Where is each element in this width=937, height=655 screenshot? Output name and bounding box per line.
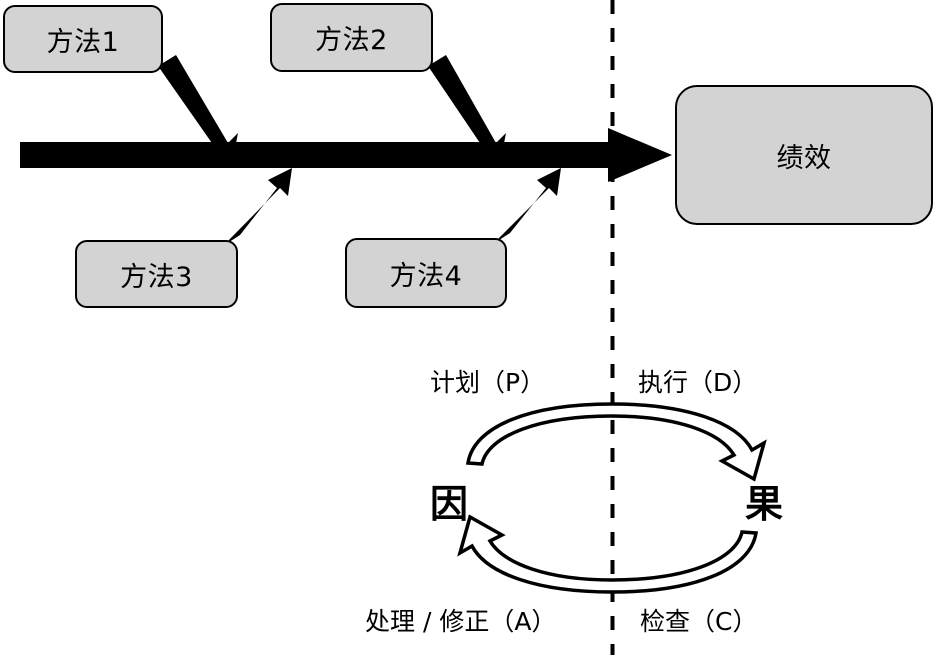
cause-box-method2-label: 方法2 [315, 25, 388, 56]
pdca-label-effect-text: 果 [745, 482, 784, 526]
pdca-label-do-text: 执行（D） [638, 368, 758, 397]
pdca-top-curved-arrow [465, 402, 767, 482]
cause-box-method3[interactable]: 方法3 [75, 240, 238, 308]
pdca-label-check: 检查（C） [640, 602, 757, 638]
pdca-label-cause: 因 [430, 473, 468, 528]
pdca-label-check-text: 检查（C） [640, 607, 758, 636]
pdca-label-cause-text: 因 [430, 482, 469, 526]
arrow-method2-to-spine [428, 55, 506, 164]
cause-box-method3-label: 方法3 [120, 261, 193, 293]
pdca-label-do: 执行（D） [638, 363, 757, 399]
arrow-method1-to-spine [158, 55, 238, 164]
cause-box-method2[interactable]: 方法2 [270, 3, 433, 72]
main-spine-arrow [20, 128, 672, 182]
cause-box-method4[interactable]: 方法4 [345, 238, 507, 308]
cause-box-method1[interactable]: 方法1 [3, 5, 163, 73]
pdca-label-act-text: 处理 / 修正（A） [365, 607, 557, 636]
pdca-bottom-curved-arrow [457, 514, 759, 594]
arrow-method3-to-spine [223, 168, 292, 246]
pdca-label-act: 处理 / 修正（A） [365, 602, 556, 638]
result-box-label: 绩效 [776, 142, 832, 174]
pdca-label-effect: 果 [745, 473, 783, 528]
cause-box-method4-label: 方法4 [389, 260, 463, 292]
pdca-label-plan: 计划（P） [430, 363, 545, 399]
arrow-method4-to-spine [493, 168, 561, 244]
pdca-label-plan-text: 计划（P） [430, 368, 546, 397]
cause-box-method1-label: 方法1 [46, 26, 120, 58]
result-box-performance[interactable]: 绩效 [675, 85, 933, 225]
